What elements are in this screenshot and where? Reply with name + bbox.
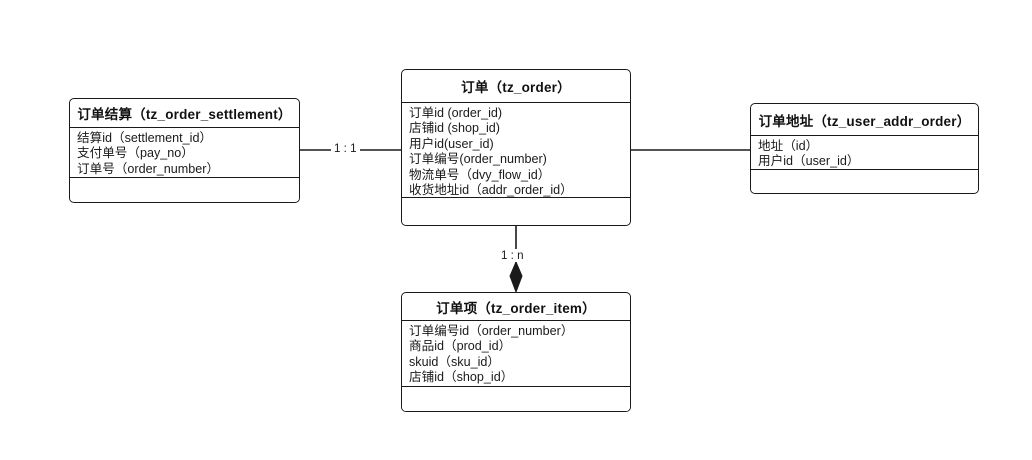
entity-footer-tz-order — [402, 198, 630, 224]
entity-attributes-tz-order-item: 订单编号id（order_number） 商品id（prod_id） skuid… — [402, 321, 630, 387]
cardinality-label-order-item: 1 : n — [498, 249, 527, 262]
entity-header-tz-user-addr-order: 订单地址（tz_user_addr_order） — [751, 104, 978, 136]
attribute-row: 收货地址id（addr_order_id） — [409, 183, 573, 198]
entity-tz-order-settlement[interactable]: 订单结算（tz_order_settlement） 结算id（settlemen… — [69, 98, 300, 203]
filled-diamond-arrow-icon — [509, 260, 523, 294]
entity-footer-tz-order-settlement — [70, 178, 299, 201]
attribute-row: 订单号（order_number） — [77, 161, 220, 176]
entity-tz-user-addr-order[interactable]: 订单地址（tz_user_addr_order） 地址（id） 用户id（use… — [750, 103, 979, 194]
attribute-row: 订单编号(order_number) — [409, 152, 547, 167]
attribute-row: 结算id（settlement_id） — [77, 131, 213, 145]
attribute-row: 店铺id (shop_id) — [409, 121, 500, 136]
attribute-row: 用户id(user_id) — [409, 136, 494, 151]
attribute-row: 订单编号id（order_number） — [409, 324, 574, 338]
entity-attributes-tz-order-settlement: 结算id（settlement_id） 支付单号（pay_no） 订单号（ord… — [70, 128, 299, 178]
entity-attributes-tz-order: 订单id (order_id) 店铺id (shop_id) 用户id(user… — [402, 103, 630, 198]
entity-footer-tz-user-addr-order — [751, 170, 978, 192]
attribute-row: 店铺id（shop_id） — [409, 370, 514, 385]
attribute-row: 用户id（user_id） — [758, 154, 860, 169]
attribute-row: 订单id (order_id) — [409, 106, 503, 120]
attribute-row: skuid（sku_id） — [409, 354, 500, 369]
attribute-row: 支付单号（pay_no） — [77, 146, 194, 161]
entity-header-tz-order-settlement: 订单结算（tz_order_settlement） — [70, 99, 299, 128]
cardinality-label-settlement-order: 1 : 1 — [331, 142, 360, 155]
entity-header-tz-order: 订单（tz_order） — [402, 70, 630, 103]
entity-tz-order[interactable]: 订单（tz_order） 订单id (order_id) 店铺id (shop_… — [401, 69, 631, 226]
entity-tz-order-item[interactable]: 订单项（tz_order_item） 订单编号id（order_number） … — [401, 292, 631, 412]
entity-header-tz-order-item: 订单项（tz_order_item） — [402, 293, 630, 321]
entity-footer-tz-order-item — [402, 387, 630, 411]
attribute-row: 物流单号（dvy_flow_id） — [409, 167, 551, 182]
entity-attributes-tz-user-addr-order: 地址（id） 用户id（user_id） — [751, 136, 978, 170]
attribute-row: 商品id（prod_id） — [409, 339, 512, 354]
attribute-row: 地址（id） — [758, 139, 819, 153]
